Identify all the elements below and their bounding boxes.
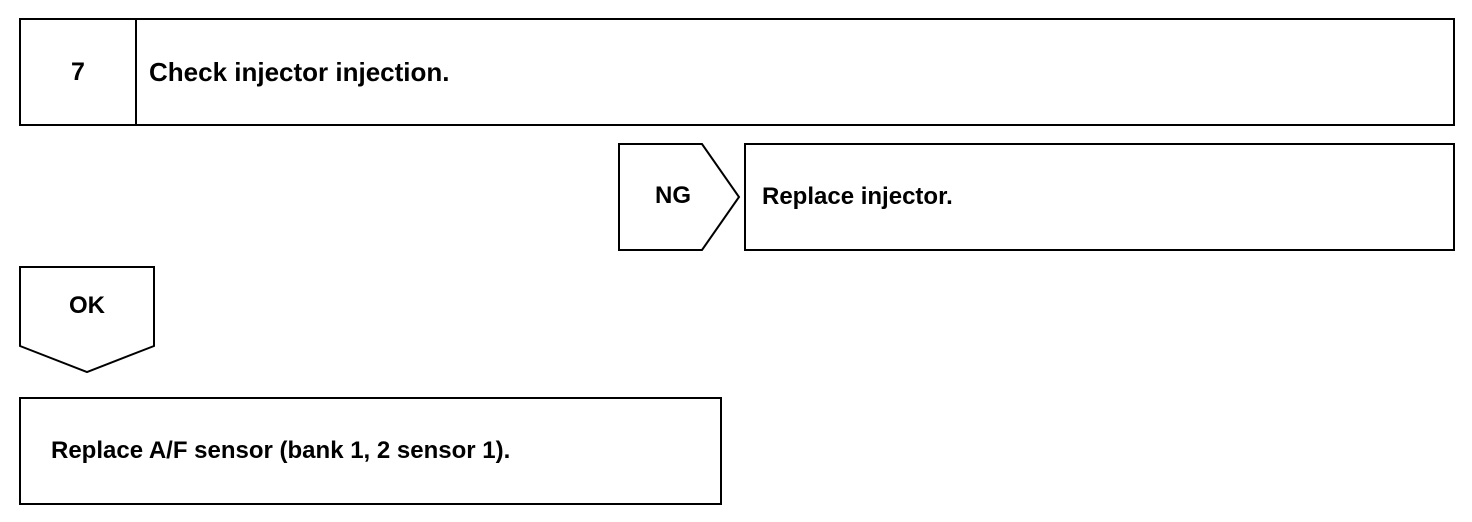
step-box: 7 Check injector injection. xyxy=(19,18,1455,126)
step-title: Check injector injection. xyxy=(149,56,450,87)
step-number: 7 xyxy=(21,20,137,124)
ok-label: OK xyxy=(69,292,105,319)
ng-arrow-shape xyxy=(618,143,741,251)
ok-action-text: Replace A/F sensor (bank 1, 2 sensor 1). xyxy=(51,437,511,464)
ng-label: NG xyxy=(655,182,691,209)
ng-action-text: Replace injector. xyxy=(762,183,953,210)
ng-action-box: Replace injector. xyxy=(744,143,1455,251)
ok-arrow-shape xyxy=(19,266,155,374)
ok-action-box: Replace A/F sensor (bank 1, 2 sensor 1). xyxy=(19,397,722,505)
